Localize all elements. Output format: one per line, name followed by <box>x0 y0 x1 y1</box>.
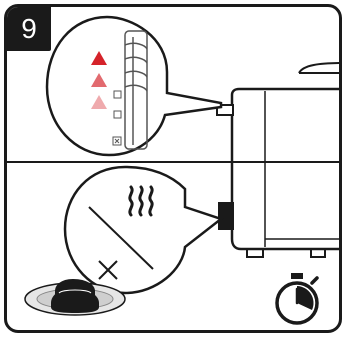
slider-symbols <box>112 90 122 146</box>
toaster-body <box>216 62 339 258</box>
step-frame: 9 <box>4 4 342 333</box>
browning-arrow-mid <box>91 73 107 87</box>
browning-zoom-bubble <box>45 15 223 157</box>
cross-icon <box>98 260 118 280</box>
step-number-badge: 9 <box>7 7 51 51</box>
slash-line <box>88 206 154 270</box>
illustration <box>7 15 339 325</box>
no-heat-zoom-bubble <box>63 165 224 295</box>
browning-slider <box>124 30 148 150</box>
stopwatch-icon <box>275 273 319 325</box>
plate-with-bread <box>24 279 126 316</box>
browning-arrow-dark <box>91 51 107 65</box>
heat-waves-icon <box>128 185 154 217</box>
browning-arrow-light <box>91 95 107 109</box>
